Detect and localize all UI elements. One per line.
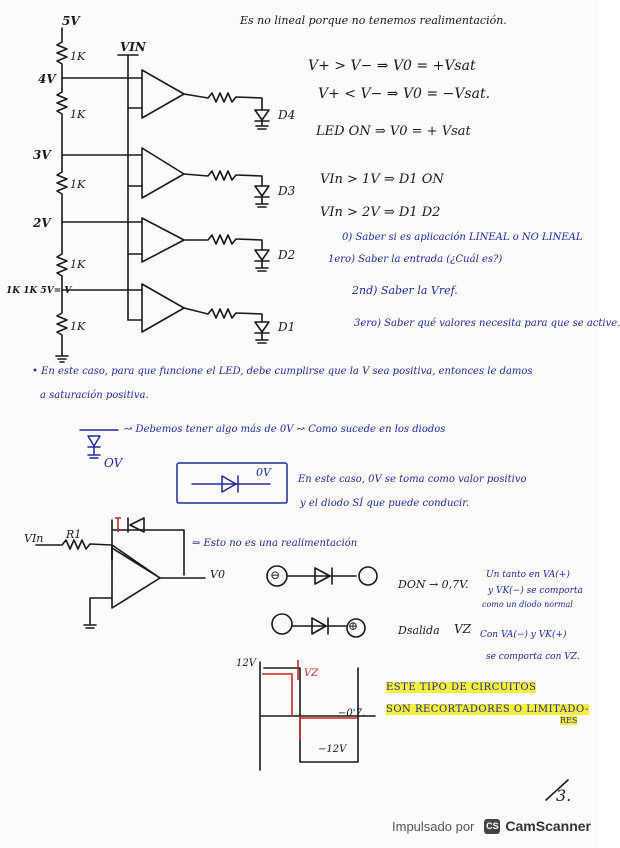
- note-realim: ⇒ Esto no es una realimentación: [192, 538, 358, 549]
- note-step0: 0) Saber si es aplicación LINEAL o NO LI…: [342, 232, 583, 243]
- highlight-line3: RES: [560, 716, 578, 725]
- zener-plus-label: ⊕: [348, 619, 359, 633]
- note-rule2: V+ < V− ⇒ V0 = −Vsat.: [318, 86, 491, 102]
- highlight-line1: ESTE TIPO DE CIRCUITOS: [386, 682, 537, 693]
- note-dsalida: Dsalida: [398, 624, 440, 637]
- powered-by-text: Impulsado por: [392, 818, 475, 834]
- note-para1a: • En este caso, para que funcione el LED…: [32, 366, 533, 377]
- note-don1: Un tanto en VA(+): [486, 570, 570, 580]
- note-header: Es no lineal porque no tenemos realiment…: [240, 14, 507, 27]
- note-led-text: ↝ Debemos tener algo más de 0V ↝ Como su…: [124, 424, 446, 435]
- label-d1: D1: [278, 320, 296, 334]
- graph-vz-label: VZ: [304, 668, 319, 679]
- note-box-text2: y el diodo SÍ que puede conducir.: [300, 498, 470, 509]
- label-5v: 5V: [62, 14, 80, 28]
- label-r5: 1K: [70, 320, 86, 333]
- note-don3: como un diodo normal: [482, 600, 573, 609]
- note-vz1: Con VA(−) y VK(+): [480, 630, 567, 640]
- label-d3: D3: [278, 184, 296, 198]
- note-box-text1: En este caso, 0V se toma como valor posi…: [298, 474, 527, 485]
- circuit-r1: R1: [66, 528, 82, 541]
- label-4v: 4V: [38, 72, 56, 86]
- graph-top-label: 12V: [236, 658, 256, 669]
- page-number: 3.: [556, 786, 572, 805]
- note-vin1: VIn > 1V ⇒ D1 ON: [320, 172, 444, 187]
- camscanner-logo-icon: CS: [484, 818, 501, 834]
- graph-mid-label: −0'7.: [338, 708, 366, 719]
- label-vin: VIN: [120, 40, 146, 54]
- note-don2: y VK(−) se comporta: [488, 586, 583, 596]
- note-vz: VZ: [454, 622, 472, 636]
- schematic-drawing: [35, 27, 569, 801]
- label-2v: 2V: [33, 216, 51, 230]
- label-r1: 1K: [70, 50, 86, 63]
- camscanner-footer: Impulsado por CS CamScanner: [392, 815, 591, 837]
- note-step1: 1ero) Saber la entrada (¿Cuál es?): [328, 254, 503, 265]
- label-r4: 1K: [70, 258, 86, 271]
- box-label: 0V: [256, 466, 271, 479]
- label-r2: 1K: [70, 108, 86, 121]
- label-3v: 3V: [33, 148, 51, 162]
- note-vin2: VIn > 2V ⇒ D1 D2: [320, 205, 441, 220]
- circuit-vo: V0: [210, 568, 225, 581]
- zener-minus-label: ⊖: [270, 568, 281, 582]
- label-d4: D4: [278, 108, 296, 122]
- scanned-page: 5V VIN 4V 3V 2V 1K 1K 5V= V 1K 1K 1K 1K …: [6, 14, 620, 837]
- highlight-line2: SON RECORTADORES O LIMITADO-: [386, 704, 589, 715]
- note-led-on: LED ON ⇒ V0 = + Vsat: [316, 124, 471, 139]
- label-d2: D2: [278, 248, 296, 262]
- note-step2: 2nd) Saber la Vref.: [352, 284, 458, 297]
- note-ov: OV: [104, 456, 123, 470]
- camscanner-brand: CamScanner: [505, 818, 591, 834]
- label-r3: 1K: [70, 178, 86, 191]
- note-vz2: se comporta con VZ.: [486, 652, 580, 662]
- note-para1b: a saturación positiva.: [40, 390, 149, 401]
- note-step3: 3ero) Saber qué valores necesita para qu…: [354, 318, 620, 329]
- note-don: DON → 0,7V.: [398, 578, 469, 591]
- circuit-vin: VIn: [24, 532, 44, 545]
- note-rule1: V+ > V− ⇒ V0 = +Vsat: [308, 58, 476, 74]
- label-1v: 1K 1K 5V= V: [6, 286, 72, 296]
- graph-bot-label: −12V: [318, 744, 347, 755]
